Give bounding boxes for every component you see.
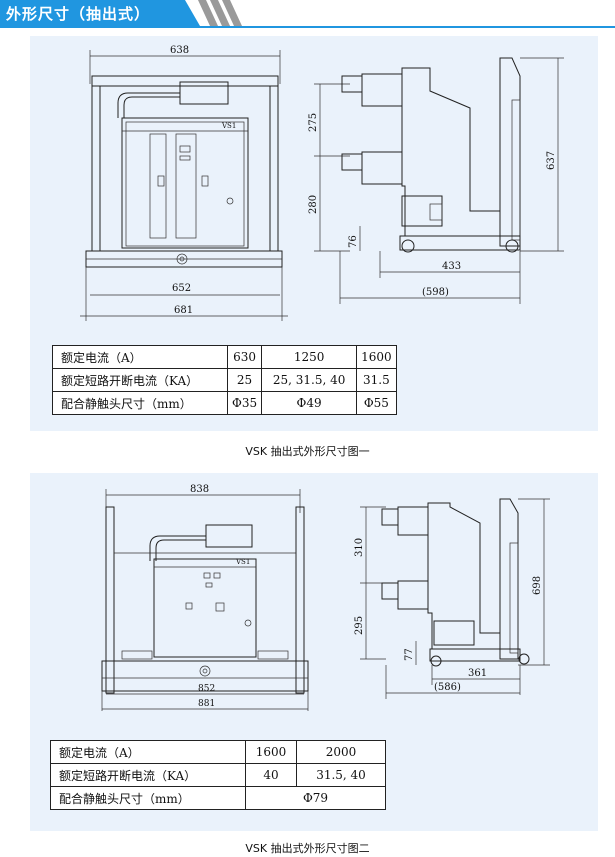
- section-header: 外形尺寸（抽出式）: [0, 0, 615, 28]
- table-row: 配合静触头尺寸（mm） Φ35 Φ49 Φ55: [52, 391, 397, 415]
- row-label: 额定短路开断电流（KA）: [52, 368, 228, 392]
- dim-lower-spacing: 295: [354, 616, 365, 635]
- table-cell: Φ55: [356, 391, 397, 415]
- table-cell: Φ49: [261, 391, 358, 415]
- dim-depth: 433: [442, 261, 461, 272]
- header-stripes-decoration: [198, 0, 242, 26]
- table-cell: 1250: [261, 345, 358, 369]
- table-row: 额定短路开断电流（KA） 40 31.5, 40: [50, 763, 386, 787]
- vs1-label: VS1: [235, 558, 250, 566]
- figure-2-panel: 838 VS1: [30, 473, 598, 831]
- dim-bottom: 77: [404, 648, 415, 661]
- figure-1-drawing: 638 VS1: [80, 45, 564, 321]
- dim-top-width: 638: [170, 45, 189, 56]
- table-cell: 2000: [296, 740, 386, 764]
- spec-table-1: 额定电流（A） 630 1250 1600 额定短路开断电流（KA） 25 25…: [52, 345, 397, 415]
- dim-bottom: 76: [348, 235, 359, 248]
- section-title: 外形尺寸（抽出式）: [6, 5, 151, 23]
- dim-height: 637: [546, 151, 557, 170]
- row-label: 额定电流（A）: [50, 740, 246, 764]
- front-view-1: 638 VS1: [80, 45, 288, 321]
- header-tab: [0, 0, 200, 26]
- table-cell: 31.5: [356, 368, 397, 392]
- dim-inner-width: 652: [172, 283, 191, 294]
- table-row: 配合静触头尺寸（mm） Φ79: [50, 786, 386, 810]
- row-label: 配合静触头尺寸（mm）: [52, 391, 228, 415]
- dim-inner-width: 852: [198, 684, 215, 694]
- row-label: 配合静触头尺寸（mm）: [50, 786, 246, 810]
- side-view-1: 275 280 76 637: [308, 57, 564, 304]
- figure-2-caption: VSK 抽出式外形尺寸图二: [245, 842, 370, 855]
- dim-depth-total: (586): [434, 682, 461, 693]
- table-cell: 25: [226, 368, 263, 392]
- dim-lower-spacing: 280: [308, 195, 319, 214]
- table-cell: 1600: [245, 740, 297, 764]
- table-cell: 630: [226, 345, 263, 369]
- dim-upper-spacing: 310: [354, 538, 365, 557]
- figure-1-caption: VSK 抽出式外形尺寸图一: [245, 445, 370, 458]
- dim-upper-spacing: 275: [308, 113, 319, 132]
- table-cell: 25, 31.5, 40: [261, 368, 358, 392]
- table-row: 额定短路开断电流（KA） 25 25, 31.5, 40 31.5: [52, 368, 397, 392]
- dim-height: 698: [532, 576, 543, 595]
- row-label: 额定电流（A）: [52, 345, 228, 369]
- row-label: 额定短路开断电流（KA）: [50, 763, 246, 787]
- table-cell: Φ35: [226, 391, 263, 415]
- vs1-label: VS1: [221, 122, 236, 130]
- table-row: 额定电流（A） 630 1250 1600: [52, 345, 397, 369]
- header-rule: [0, 26, 615, 28]
- table-cell: Φ79: [245, 786, 386, 810]
- table-cell: 31.5, 40: [296, 763, 386, 787]
- dim-depth: 361: [468, 668, 487, 679]
- figure-1-panel: 638 VS1: [30, 36, 598, 431]
- table-cell: 40: [245, 763, 297, 787]
- front-view-2: 838 VS1: [101, 484, 309, 711]
- dim-outer-width: 881: [198, 699, 215, 709]
- dim-top-width: 838: [190, 484, 209, 495]
- table-cell: 1600: [356, 345, 397, 369]
- table-row: 额定电流（A） 1600 2000: [50, 740, 386, 764]
- side-view-2: 310 295 77 698: [354, 498, 550, 699]
- dim-outer-width: 681: [174, 305, 193, 316]
- dim-depth-total: (598): [422, 287, 449, 298]
- spec-table-2: 额定电流（A） 1600 2000 额定短路开断电流（KA） 40 31.5, …: [50, 740, 386, 810]
- figure-2-drawing: 838 VS1: [101, 484, 550, 711]
